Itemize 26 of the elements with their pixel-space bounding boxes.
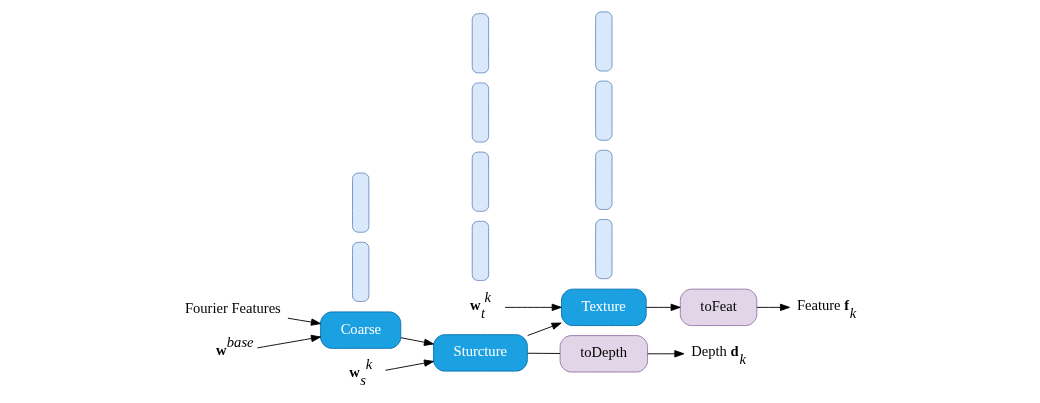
node-bar [594, 11, 612, 72]
node-bar [351, 172, 369, 233]
arrow [526, 322, 562, 336]
node-text: Fourier Features [184, 299, 281, 316]
node-box: toFeat [679, 288, 757, 327]
arrow [646, 350, 684, 358]
arrow [504, 303, 562, 311]
arrow [399, 337, 434, 346]
arrow [384, 359, 434, 371]
node-box: toDepth [559, 335, 648, 373]
node-bar [594, 149, 612, 210]
node-box: Texture [560, 288, 647, 327]
node-bar [471, 220, 489, 281]
node-bar [471, 13, 489, 74]
node-bar [594, 80, 612, 141]
node-bar [471, 151, 489, 212]
arrow [755, 303, 790, 311]
node-bar [351, 241, 369, 302]
arrow [256, 334, 321, 349]
node-box: Coarse [319, 311, 401, 349]
arrow [286, 317, 321, 326]
node-bar [471, 82, 489, 143]
node-bar [594, 219, 612, 280]
node-box: Sturcture [432, 334, 528, 372]
connector [526, 352, 560, 354]
arrow [645, 303, 681, 311]
